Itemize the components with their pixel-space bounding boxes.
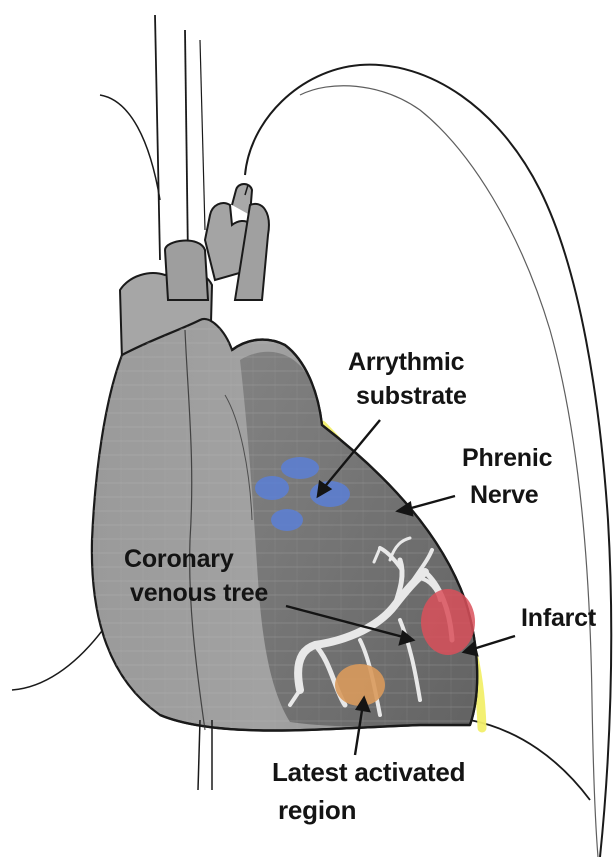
vena-line — [198, 720, 200, 790]
label-arrythmic-substrate-line2: substrate — [356, 381, 467, 411]
label-arrythmic-substrate-line1: Arrythmic — [348, 347, 464, 377]
esophagus-line — [200, 40, 205, 230]
arrow-infarct — [470, 636, 515, 650]
label-infarct: Infarct — [521, 603, 596, 633]
substrate-blob-2 — [255, 476, 289, 500]
left-shoulder-line — [100, 95, 160, 200]
label-coronary-venous-tree-line2: venous tree — [130, 578, 268, 608]
left-lung-line — [12, 620, 110, 690]
diaphragm — [470, 720, 590, 800]
label-phrenic-nerve-line1: Phrenic — [462, 443, 552, 473]
latest-activated-region — [335, 664, 385, 706]
substrate-blob-3 — [310, 481, 350, 507]
trachea-left — [155, 15, 160, 260]
label-latest-activated-line2: region — [278, 795, 356, 825]
label-coronary-venous-tree-line1: Coronary — [124, 544, 234, 574]
label-phrenic-nerve-line2: Nerve — [470, 480, 539, 510]
label-latest-activated-line1: Latest activated — [272, 757, 465, 787]
trachea-right — [185, 30, 188, 260]
infarct-region — [421, 589, 475, 655]
substrate-blob-4 — [271, 509, 303, 531]
substrate-blob-1 — [281, 457, 319, 479]
